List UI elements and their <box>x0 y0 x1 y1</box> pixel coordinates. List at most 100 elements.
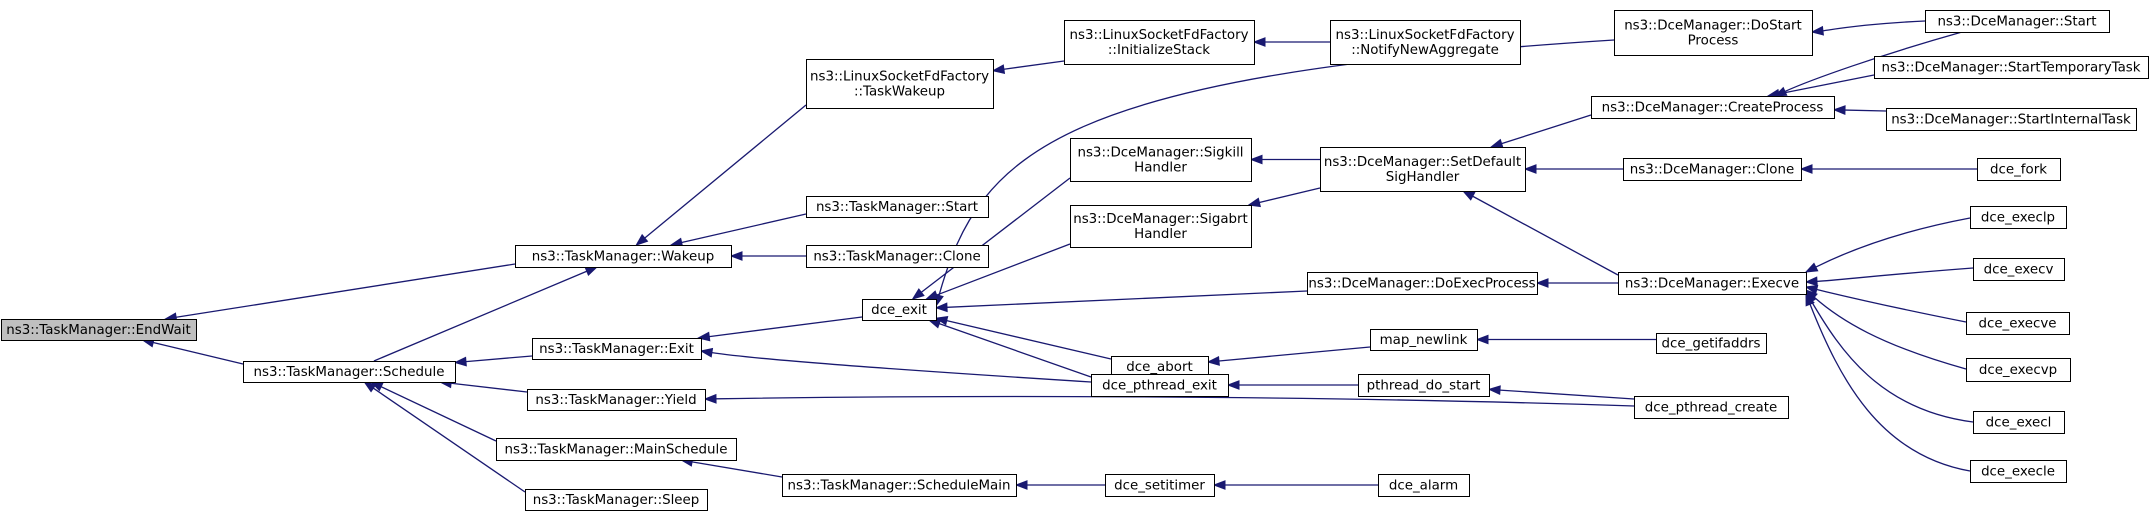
edge-dm_createprocess-to-dm_setdefault <box>1501 114 1592 145</box>
node-dce_execle[interactable]: dce_execle <box>1970 460 2067 483</box>
node-mainschedule[interactable]: ns3::TaskManager::MainSchedule <box>496 438 737 461</box>
node-tm_start[interactable]: ns3::TaskManager::Start <box>806 196 989 218</box>
arrowhead-map_newlink-to-dce_abort <box>1206 356 1220 366</box>
node-tm_clone[interactable]: ns3::TaskManager::Clone <box>806 245 989 268</box>
node-map_newlink[interactable]: map_newlink <box>1370 329 1478 351</box>
node-label: dce_getifaddrs <box>1662 337 1761 352</box>
node-dce_execvp[interactable]: dce_execvp <box>1966 358 2071 382</box>
node-label: ::TaskWakeup <box>854 85 945 100</box>
node-box <box>1966 358 2071 382</box>
node-label: ::InitializeStack <box>1108 43 1210 58</box>
node-box <box>862 299 937 321</box>
node-pthread_do_start[interactable]: pthread_do_start <box>1358 374 1490 397</box>
node-lsff_taskwakeup[interactable]: ns3::LinuxSocketFdFactory::TaskWakeup <box>806 59 994 109</box>
arrowhead-dm_setdefault-to-dm_sigabrt <box>1247 197 1261 208</box>
node-label: ns3::DceManager::DoStart <box>1624 19 1802 34</box>
node-dce_abort[interactable]: dce_abort <box>1111 356 1209 378</box>
node-label: ns3::TaskManager::Schedule <box>254 365 445 380</box>
node-dm_startinternal[interactable]: ns3::DceManager::StartInternalTask <box>1886 108 2137 131</box>
node-label: ns3::TaskManager::Sleep <box>533 493 700 508</box>
arrowhead-dce_alarm-to-dce_setitimer <box>1212 480 1226 490</box>
arrowhead-dm_execve-to-dm_doexec <box>1535 278 1549 288</box>
node-label: dce_setitimer <box>1114 479 1205 494</box>
node-tm_exit[interactable]: ns3::TaskManager::Exit <box>532 338 702 360</box>
node-wakeup[interactable]: ns3::TaskManager::Wakeup <box>515 245 732 268</box>
arrowhead-dm_clone-to-dm_setdefault <box>1523 164 1537 174</box>
node-box <box>1358 374 1490 397</box>
arrowhead-dm_setdefault-to-dm_sigkill <box>1249 154 1263 165</box>
node-layer: ns3::TaskManager::EndWaitns3::TaskManage… <box>1 10 2149 511</box>
node-dm_clone[interactable]: ns3::DceManager::Clone <box>1623 158 1802 181</box>
node-dm_doexec[interactable]: ns3::DceManager::DoExecProcess <box>1307 272 1538 295</box>
node-dce_execve[interactable]: dce_execve <box>1966 312 2070 335</box>
node-label: ns3::DceManager::StartInternalTask <box>1891 113 2131 128</box>
node-box <box>806 245 989 268</box>
node-box <box>527 389 706 411</box>
node-dce_exit[interactable]: dce_exit <box>862 299 937 321</box>
node-box <box>1656 333 1767 354</box>
arrowhead-dm_sigkill-to-dce_exit <box>911 288 925 300</box>
node-dce_fork[interactable]: dce_fork <box>1977 158 2061 181</box>
arrowhead-dce_execle-to-dm_execve <box>1805 292 1815 307</box>
arrowhead-dm_execve-to-dm_setdefault <box>1461 190 1476 201</box>
node-dm_createprocess[interactable]: ns3::DceManager::CreateProcess <box>1591 96 1835 119</box>
edge-schedule-to-endwait <box>153 341 244 365</box>
node-label: pthread_do_start <box>1367 379 1481 394</box>
node-box <box>782 474 1017 497</box>
arrowhead-lsff_initstack-to-lsff_taskwakeup <box>991 64 1006 75</box>
node-dce_setitimer[interactable]: dce_setitimer <box>1105 474 1215 497</box>
node-box <box>1 319 197 341</box>
node-dm_starttemp[interactable]: ns3::DceManager::StartTemporaryTask <box>1874 56 2149 79</box>
node-label: ns3::TaskManager::EndWait <box>6 323 190 338</box>
edge-lsff_initstack-to-lsff_taskwakeup <box>1003 60 1065 70</box>
node-label: dce_pthread_exit <box>1102 379 1217 394</box>
node-dce_pthread_create[interactable]: dce_pthread_create <box>1634 396 1789 419</box>
node-dce_execlp[interactable]: dce_execlp <box>1970 206 2067 229</box>
edge-sleep-to-schedule <box>373 387 526 493</box>
node-endwait[interactable]: ns3::TaskManager::EndWait <box>1 319 197 341</box>
edge-layer <box>141 20 1977 493</box>
node-box <box>1091 374 1229 397</box>
node-dm_execve[interactable]: ns3::DceManager::Execve <box>1618 272 1807 295</box>
edge-dce_execve-to-dm_execve <box>1816 288 1967 323</box>
node-dce_pthread_exit[interactable]: dce_pthread_exit <box>1091 374 1229 397</box>
node-box <box>1970 206 2067 229</box>
node-tm_yield[interactable]: ns3::TaskManager::Yield <box>527 389 706 411</box>
arrowhead-dm_createprocess-to-dm_setdefault <box>1489 138 1504 149</box>
node-label: ns3::TaskManager::Wakeup <box>532 250 714 265</box>
node-dce_getifaddrs[interactable]: dce_getifaddrs <box>1656 333 1767 354</box>
node-sleep[interactable]: ns3::TaskManager::Sleep <box>525 489 708 511</box>
node-label: ns3::DceManager::Sigkill <box>1077 146 1243 161</box>
edge-tm_start-to-wakeup <box>681 213 807 244</box>
node-label: dce_exit <box>871 303 927 318</box>
edge-tm_yield-to-schedule <box>451 382 528 393</box>
node-dm_start[interactable]: ns3::DceManager::Start <box>1925 10 2110 33</box>
node-schedulemain[interactable]: ns3::TaskManager::ScheduleMain <box>782 474 1017 497</box>
node-box <box>1618 272 1807 295</box>
edge-dce_execvp-to-dm_execve <box>1813 296 1967 370</box>
node-label: dce_execv <box>1984 263 2054 278</box>
edge-dce_execv-to-dm_execve <box>1816 267 1974 283</box>
node-box <box>1064 20 1255 65</box>
node-dce_execv[interactable]: dce_execv <box>1973 258 2065 281</box>
edge-dm_start-to-dm_dostart <box>1822 20 1926 32</box>
node-lsff_initstack[interactable]: ns3::LinuxSocketFdFactory::InitializeSta… <box>1064 20 1255 65</box>
arrowhead-dce_execlp-to-dm_execve <box>1804 262 1819 273</box>
node-dce_execl[interactable]: dce_execl <box>1973 411 2065 434</box>
arrowhead-dce_pthread_create-to-pthread_do_start <box>1487 385 1501 396</box>
node-lsff_notify[interactable]: ns3::LinuxSocketFdFactory::NotifyNewAggr… <box>1330 20 1521 65</box>
node-dce_alarm[interactable]: dce_alarm <box>1378 474 1470 497</box>
node-box <box>515 245 732 268</box>
node-label: ns3::LinuxSocketFdFactory <box>1069 28 1248 43</box>
edge-dce_pthread_exit-to-dce_exit <box>939 323 1092 378</box>
arrowhead-dce_execv-to-dm_execve <box>1804 276 1818 287</box>
node-label: ns3::DceManager::Start <box>1937 15 2096 30</box>
node-box <box>1886 108 2137 131</box>
node-schedule[interactable]: ns3::TaskManager::Schedule <box>243 361 456 383</box>
node-box <box>496 438 737 461</box>
node-box <box>1634 396 1789 419</box>
